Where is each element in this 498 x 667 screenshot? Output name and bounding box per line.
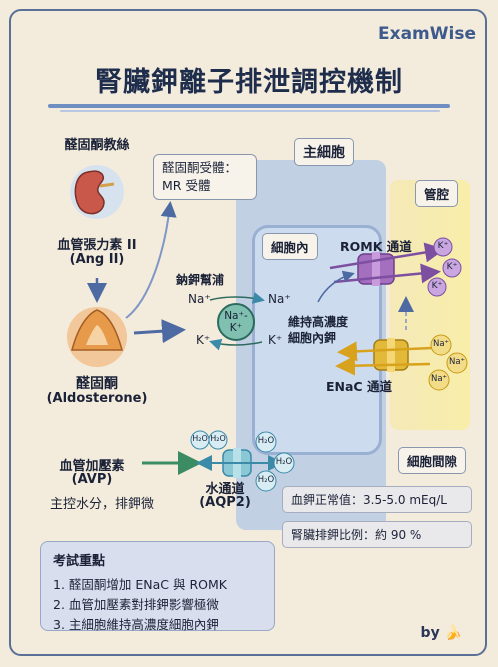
exam-item-3: 3. 主細胞維持高濃度細胞內鉀 xyxy=(53,617,219,632)
adrenal-gland-icon xyxy=(67,307,127,367)
k-ion-2: K⁺ xyxy=(446,262,458,272)
title-underline-2 xyxy=(60,110,440,112)
mr-receptor-line1: 醛固酮受體： xyxy=(162,160,238,175)
na-k-pump-icon xyxy=(217,303,255,341)
pump-center-na: Na⁺- xyxy=(224,310,248,322)
arrow-aldo-to-pump xyxy=(133,319,186,344)
h2o-1: H₂O xyxy=(192,434,208,443)
enac-label: ENaC 通道 xyxy=(326,379,392,394)
kidney-icon xyxy=(70,165,124,219)
h2o-3: H₂O xyxy=(257,436,275,446)
romk-label: ROMK 通道 xyxy=(340,239,412,254)
avp-label: 血管加壓素 xyxy=(59,459,125,474)
main-cell-tag: 主細胞 xyxy=(294,138,354,166)
k-ion-3: K⁺ xyxy=(431,281,443,291)
frame-border xyxy=(9,9,487,656)
brand-logo: ExamWise xyxy=(378,24,476,44)
k-ion-1: K⁺ xyxy=(437,241,449,251)
maintain-k-label-2: 細胞內鉀 xyxy=(288,331,337,345)
h2o-5: H₂O xyxy=(257,475,275,485)
arrow-na-reabsorb-1 xyxy=(337,341,433,362)
arrow-k-secretion-1 xyxy=(329,242,445,270)
aldosterone-label: 醛固酮 xyxy=(76,376,118,392)
enac-channel-icon xyxy=(373,338,409,372)
avp-abbr: (AVP) xyxy=(71,472,113,487)
pump-na-out: Na⁺ xyxy=(268,292,291,306)
romk-channel-icon xyxy=(357,252,395,286)
pump-k-out: K⁺ xyxy=(268,333,283,347)
mr-receptor-line2: MR 受體 xyxy=(162,178,211,193)
avp-note: 主控水分，排鉀微 xyxy=(49,497,155,512)
exam-heading: 考試重點 xyxy=(53,554,106,569)
stat-serum-k: 血鉀正常值：3.5-5.0 mEq/L xyxy=(282,486,472,513)
ang-ii-abbr: (Ang II) xyxy=(69,252,125,267)
water-bubbles xyxy=(190,430,295,492)
interstitial-tag: 細胞間隙 xyxy=(398,447,467,474)
aqp2-label: 水通道 xyxy=(205,482,245,497)
k-ion-bubbles xyxy=(427,237,462,297)
h2o-2: H₂O xyxy=(210,434,226,443)
arrow-k-in xyxy=(209,338,263,351)
maintain-k-label-1: 維持高濃度 xyxy=(288,315,349,329)
aldosterone-abbr: (Aldosterone) xyxy=(46,391,148,406)
na-ion-3: Na⁺ xyxy=(430,374,448,384)
title-underline xyxy=(48,104,450,108)
pump-na-in: Na⁺ xyxy=(188,292,211,306)
intracellular-tag: 細胞內 xyxy=(262,233,318,260)
na-ion-bubbles xyxy=(428,334,468,391)
exam-points-box: 考試重點 1. 醛固酮增加 ENaC 與 ROMK 2. 血管加壓素對排鉀影響極… xyxy=(40,541,275,632)
stat-renal-excretion: 腎臟排鉀比例：約 90 % xyxy=(282,521,472,548)
arrow-na-out xyxy=(209,292,265,304)
h2o-4: H₂O xyxy=(275,457,293,467)
lumen-tag: 管腔 xyxy=(415,180,459,207)
aqp2-abbr: (AQP2) xyxy=(199,495,251,510)
pump-center-k: K⁺ xyxy=(229,322,243,334)
exam-item-1: 1. 醛固酮增加 ENaC 與 ROMK xyxy=(53,577,227,592)
pump-label: 鈉鉀幫浦 xyxy=(176,273,225,287)
arrow-na-reabsorb-2 xyxy=(335,355,431,376)
exam-item-2: 2. 血管加壓素對排鉀影響極微 xyxy=(53,597,219,612)
ang-ii-label: 血管張力素 II xyxy=(57,238,137,253)
na-ion-2: Na⁺ xyxy=(448,357,466,367)
pump-k-in: K⁺ xyxy=(196,333,211,347)
aldosterone-source-label: 醛固酮教絲 xyxy=(64,138,130,153)
na-ion-1: Na⁺ xyxy=(432,339,450,349)
arrow-aldo-to-receptor xyxy=(125,201,177,319)
mr-receptor-box: 醛固酮受體： MR 受體 xyxy=(153,154,257,200)
page-title: 腎臟鉀離子排泄調控機制 xyxy=(95,67,403,98)
author-signature: by 🍌 xyxy=(420,625,462,641)
arrow-maintain-to-romk xyxy=(317,270,355,303)
stats-panel: 血鉀正常值：3.5-5.0 mEq/L 腎臟排鉀比例：約 90 % xyxy=(282,486,472,556)
